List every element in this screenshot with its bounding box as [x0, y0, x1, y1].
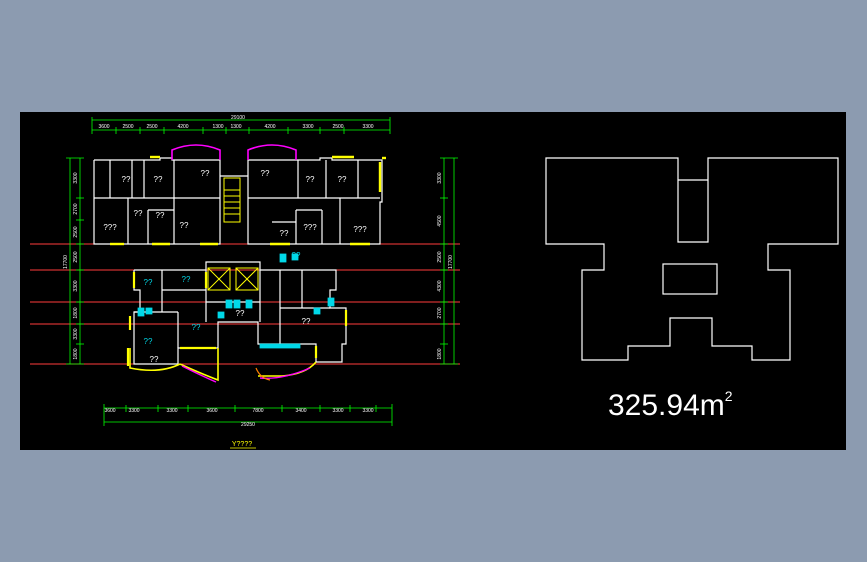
- area-value: 325.94: [608, 389, 700, 422]
- dim-label: 2700: [73, 203, 79, 214]
- dim-label: 3600: [104, 408, 115, 414]
- dim-label: 2500: [122, 124, 133, 130]
- room-label: ??: [134, 209, 143, 218]
- dim-label: 2500: [146, 124, 157, 130]
- balcony-edge: [255, 367, 271, 381]
- room-label: ??: [292, 251, 301, 260]
- room-labels-upper: ?? ?? ?? ?? ?? ?? ??? ?? ?? ?? ?? ??? ??…: [103, 169, 367, 238]
- area-label: 325.94m2: [608, 388, 733, 422]
- room-label: ??: [192, 323, 201, 332]
- footprint-core: [662, 263, 718, 295]
- dim-label: 4300: [437, 280, 443, 291]
- drawing-canvas[interactable]: 29100 3600 2500 2500 4200 1300 1300 4200…: [20, 112, 846, 450]
- dim-label: 3300: [437, 172, 443, 183]
- dim-label: 1800: [437, 348, 443, 359]
- room-label: ??: [154, 175, 163, 184]
- dim-label: 4500: [437, 215, 443, 226]
- dim-label: 3600: [206, 408, 217, 414]
- sink-icon: [291, 253, 299, 261]
- toilet-icon: [245, 299, 253, 309]
- room-label: ??: [180, 221, 189, 230]
- stair-icon: [223, 177, 241, 223]
- room-label: ??: [122, 175, 131, 184]
- dim-label: 3300: [362, 124, 373, 130]
- dim-bottom-total: 29250: [241, 422, 255, 428]
- dim-label: 3600: [98, 124, 109, 130]
- room-label: ???: [303, 223, 317, 232]
- dim-label: 3300: [73, 172, 79, 183]
- room-label: ??: [280, 229, 289, 238]
- dim-label: 3400: [295, 408, 306, 414]
- dimension-left: [66, 157, 84, 365]
- sanitary-fixtures: [137, 253, 335, 349]
- dim-label: 3300: [128, 408, 139, 414]
- windows: [110, 155, 386, 246]
- room-label: ??: [201, 169, 210, 178]
- sink-icon: [233, 299, 241, 309]
- dimension-bottom: [103, 404, 393, 426]
- room-label: ???: [353, 225, 367, 234]
- dim-left-total: 17700: [63, 255, 69, 269]
- toilet-icon: [225, 299, 233, 309]
- dim-label: 3300: [166, 408, 177, 414]
- room-labels-lower: ?? ?? ?? ?? ?? ?? ?? ??: [144, 251, 311, 364]
- room-label: ??: [261, 169, 270, 178]
- dimension-right: [440, 157, 458, 365]
- dim-label: 3300: [362, 408, 373, 414]
- windows-lower: [126, 272, 348, 366]
- room-label: ??: [156, 211, 165, 220]
- dim-label: 2500: [73, 226, 79, 237]
- room-label: ??: [150, 355, 159, 364]
- dim-right-total: 17700: [448, 255, 454, 269]
- dim-top-labels: 3600 2500 2500 4200 1300 1300 4200 3300 …: [98, 124, 373, 130]
- floor-plan-drawing: 29100 3600 2500 2500 4200 1300 1300 4200…: [30, 115, 839, 449]
- dim-label: 4200: [177, 124, 188, 130]
- area-exponent: 2: [725, 388, 733, 404]
- dim-label: 2500: [332, 124, 343, 130]
- dim-label: 3300: [73, 280, 79, 291]
- dim-label: 1800: [73, 348, 79, 359]
- room-label: ??: [306, 175, 315, 184]
- kitchen-counter-icon: [259, 343, 301, 349]
- sink-icon: [145, 307, 153, 315]
- sink-icon: [313, 307, 321, 315]
- room-label: ??: [338, 175, 347, 184]
- elevator-icon: [207, 267, 259, 291]
- toilet-icon: [327, 297, 335, 307]
- sink-icon: [217, 311, 225, 319]
- plan-title: Y????: [232, 441, 252, 448]
- dim-label: 2500: [73, 251, 79, 262]
- dimension-top: [91, 117, 391, 134]
- dim-label: 1300: [212, 124, 223, 130]
- room-label: ???: [103, 223, 117, 232]
- dim-label: 3300: [332, 408, 343, 414]
- toilet-icon: [279, 253, 287, 263]
- room-label: ??: [236, 309, 245, 318]
- dim-label: 1300: [230, 124, 241, 130]
- room-label: ??: [302, 317, 311, 326]
- dim-right-labels: 3300 4500 2500 4300 2700 1800 17700: [437, 172, 454, 359]
- area-unit: m: [700, 389, 725, 422]
- dim-label: 1800: [73, 307, 79, 318]
- dim-bottom-labels: 3600 3300 3300 3600 7800 3400 3300 3300: [104, 408, 373, 414]
- dim-label: 3300: [73, 328, 79, 339]
- room-label: ??: [144, 278, 153, 287]
- dim-left-labels: 3300 2700 2500 2500 3300 1800 3300 1800 …: [63, 172, 79, 359]
- toilet-icon: [137, 307, 145, 317]
- dim-label: 2700: [437, 307, 443, 318]
- room-label: ??: [182, 275, 191, 284]
- walls-upper: [93, 157, 383, 245]
- dim-top-total: 29100: [231, 115, 245, 121]
- dim-label: 2500: [437, 251, 443, 262]
- bay-windows: [171, 144, 297, 160]
- dim-label: 3300: [302, 124, 313, 130]
- dim-label: 7800: [252, 408, 263, 414]
- dim-label: 4200: [264, 124, 275, 130]
- room-label: ??: [144, 337, 153, 346]
- building-footprint-outline: [545, 157, 839, 361]
